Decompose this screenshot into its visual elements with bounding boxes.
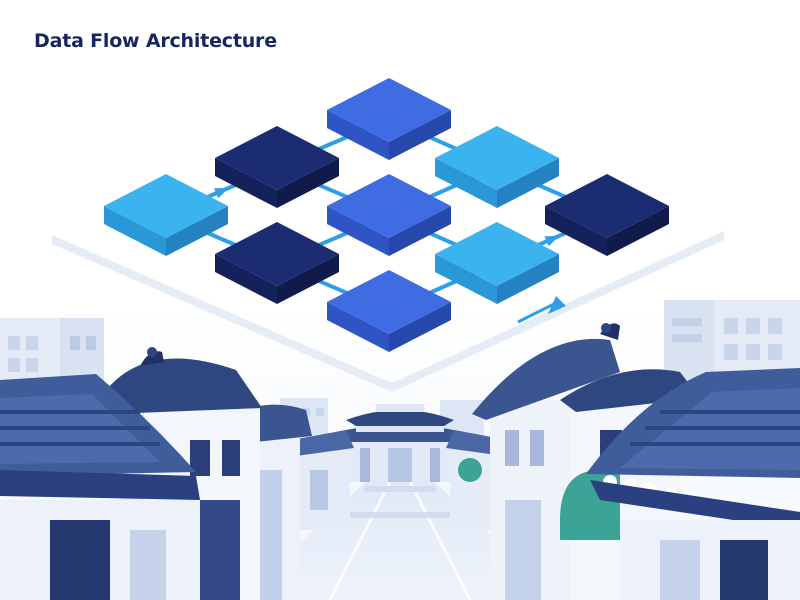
right-hanok-row [446, 323, 800, 600]
right-front-roof [586, 368, 800, 600]
block-center [327, 174, 451, 256]
palace-gate [336, 404, 464, 482]
exit-arrow [517, 296, 566, 324]
block-top [327, 78, 451, 160]
block-lower-right [435, 222, 559, 304]
diagram-platform [51, 229, 725, 392]
block-upper-left [215, 126, 339, 208]
arrow-head-icon [544, 235, 560, 247]
block-upper-right [435, 126, 559, 208]
arrow-head-icon [548, 296, 566, 314]
block-lower-left [215, 222, 339, 304]
left-front-roof [0, 374, 200, 600]
block-layer [104, 78, 669, 352]
block-right [545, 174, 669, 256]
arrow-head-icon [213, 187, 229, 199]
diagram-title: Data Flow Architecture [34, 30, 277, 52]
block-bottom [327, 270, 451, 352]
block-left [104, 174, 228, 256]
left-hanok-row [0, 347, 354, 600]
